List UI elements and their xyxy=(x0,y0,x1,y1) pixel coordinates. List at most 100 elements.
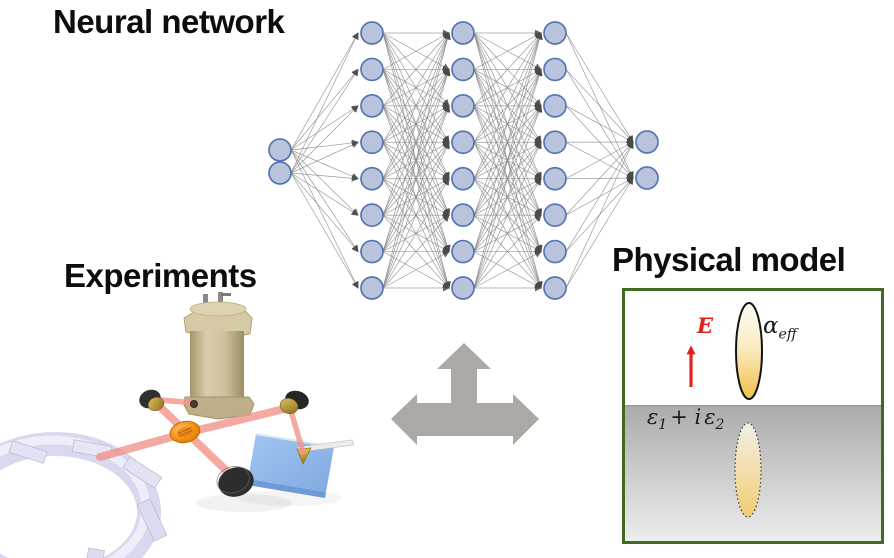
nn-edge xyxy=(290,32,359,174)
nn-edge xyxy=(565,105,634,143)
e-field-label: E xyxy=(697,313,713,338)
detector-top-face xyxy=(189,301,247,317)
nn-node xyxy=(543,21,567,45)
nn-edge xyxy=(382,32,451,289)
nn-edge xyxy=(382,32,450,143)
alpha-eff-label: αeff xyxy=(763,313,797,343)
detector-bottom-cap xyxy=(183,396,255,420)
nn-node xyxy=(360,94,384,118)
nn-edge xyxy=(290,172,359,289)
nn-edge xyxy=(290,68,359,174)
nn-edge xyxy=(290,149,359,289)
nn-edge xyxy=(382,32,450,179)
nn-node xyxy=(451,239,475,264)
physical-model-graphics xyxy=(625,302,881,541)
nn-edge xyxy=(565,141,634,289)
nn-edge xyxy=(473,32,543,252)
nn-node xyxy=(543,94,567,118)
nn-edge xyxy=(473,32,542,179)
stage-front-edge xyxy=(247,479,326,498)
nn-node xyxy=(543,166,567,191)
nn-edge xyxy=(473,141,542,289)
particle-ellipse xyxy=(735,302,763,400)
nn-edge xyxy=(290,139,359,151)
laser-beams xyxy=(96,397,306,481)
nn-node xyxy=(268,138,292,162)
nn-edge xyxy=(565,69,634,143)
nn-edge xyxy=(473,32,543,289)
nn-node xyxy=(543,239,567,264)
shadow xyxy=(196,494,292,512)
parabolic-mirror-right xyxy=(279,390,309,414)
nn-node xyxy=(635,166,659,190)
nn-edge xyxy=(565,32,634,143)
nn-edge xyxy=(290,172,359,216)
synchrotron-ring xyxy=(0,432,168,558)
nn-edge xyxy=(382,177,450,289)
substrate-surface-line xyxy=(625,405,881,407)
nn-edge xyxy=(290,141,359,174)
detector-pin xyxy=(218,292,223,307)
nn-node xyxy=(543,203,567,227)
nn-edge xyxy=(290,149,359,180)
experiments-figure xyxy=(0,292,355,558)
beamsplitter-slits xyxy=(177,427,193,437)
nn-edge xyxy=(382,214,450,289)
nn-edge xyxy=(473,251,542,289)
epsilon2-subscript: 2 xyxy=(715,417,725,434)
ring-spoke xyxy=(136,498,168,542)
nn-node xyxy=(360,203,384,227)
detector-body xyxy=(190,331,244,399)
nn-node xyxy=(360,239,384,264)
neural-network-figure xyxy=(268,21,659,300)
epsilon2-symbol: ε xyxy=(704,405,716,429)
nn-node xyxy=(268,161,292,185)
detector-aperture xyxy=(189,399,198,408)
nn-edge xyxy=(473,105,543,289)
nn-edge xyxy=(290,172,359,182)
nn-edge xyxy=(473,32,542,70)
nn-node xyxy=(360,276,384,300)
nn-edge xyxy=(473,68,543,289)
title-neural-network: Neural network xyxy=(53,3,285,40)
nn-edge xyxy=(290,105,359,174)
title-experiments: Experiments xyxy=(64,257,257,294)
nn-edge xyxy=(473,32,543,216)
parabolic-mirror-left xyxy=(139,389,165,412)
image-dipole-ellipse xyxy=(734,422,762,518)
nn-edge xyxy=(382,251,450,289)
nn-edge xyxy=(473,32,542,107)
ring-spoke xyxy=(81,547,105,558)
nn-edge xyxy=(382,105,451,289)
detector-pin xyxy=(203,294,208,308)
nn-edge xyxy=(565,141,634,216)
shadow xyxy=(238,490,342,506)
nn-node xyxy=(451,276,475,300)
mirror-disc-rim xyxy=(216,465,250,494)
epsilon-operator: + i xyxy=(670,405,702,429)
nn-edge xyxy=(290,32,359,151)
nn-edge xyxy=(290,105,359,151)
mirror-disc xyxy=(216,465,254,497)
laser-beam-mirror-to-disc xyxy=(153,400,237,481)
nn-edge xyxy=(565,141,634,180)
nn-node xyxy=(635,130,659,154)
beamsplitter-center xyxy=(177,426,193,438)
nn-edge xyxy=(565,177,634,289)
nn-edge xyxy=(473,32,542,143)
laser-beam-to-detector xyxy=(157,397,199,406)
nn-edge xyxy=(382,32,450,107)
nn-edge xyxy=(565,141,634,252)
nn-node xyxy=(451,57,475,82)
epsilon1-subscript: 1 xyxy=(658,417,668,434)
detector-cylinder xyxy=(183,292,255,420)
nn-node xyxy=(543,57,567,82)
nn-edge xyxy=(473,177,542,289)
nn-node xyxy=(451,166,475,191)
ring-spoke xyxy=(122,456,163,489)
title-physical-model: Physical model xyxy=(612,241,846,278)
nn-edge xyxy=(382,32,451,252)
